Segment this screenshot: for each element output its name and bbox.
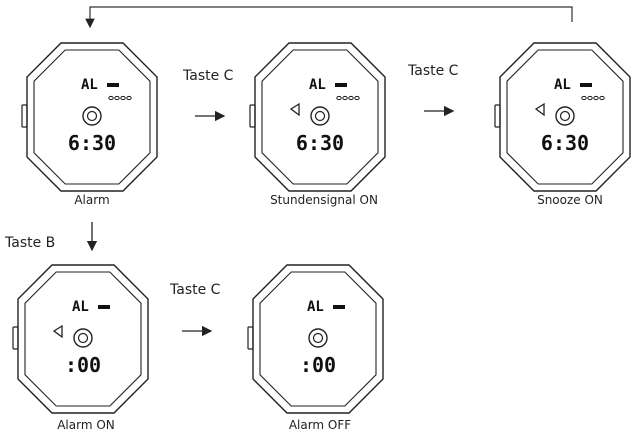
lcd-indicator-dot — [354, 95, 360, 101]
watch-alarm-on: AL :00 — [12, 264, 149, 414]
lcd-indicator-dot — [348, 95, 354, 101]
center-ring-inner — [559, 110, 571, 122]
transition-label-taste-c-1: Taste C — [182, 68, 234, 84]
center-ring-inner — [86, 110, 98, 122]
lcd-indicator-dot — [593, 95, 599, 101]
lcd-mode-text: AL — [554, 77, 571, 93]
lcd-indicator-dot — [336, 95, 342, 101]
lcd-time-text: :00 — [300, 353, 336, 377]
transition-label-taste-b: Taste B — [4, 235, 55, 251]
watch-bezel-outer — [26, 42, 158, 192]
side-button — [494, 104, 501, 128]
lcd-indicator-dot — [342, 95, 348, 101]
lcd-dash — [335, 83, 347, 87]
lcd-indicator-dot — [581, 95, 587, 101]
lcd-indicator-dot — [114, 95, 120, 101]
watch-bezel-inner — [261, 49, 379, 185]
lcd-time-text: 6:30 — [68, 131, 116, 155]
lcd-dash — [98, 305, 110, 309]
caption-alarm: Alarm — [74, 193, 109, 207]
center-ring-icon — [555, 106, 575, 126]
lcd-mode-text: AL — [72, 299, 89, 315]
center-ring-icon — [310, 106, 330, 126]
center-ring-inner — [77, 332, 89, 344]
lcd-dash — [107, 83, 119, 87]
watch-alarm: AL 6:30 — [21, 42, 158, 192]
return-connector — [85, 6, 573, 29]
transition-label-taste-c-3: Taste C — [169, 282, 221, 298]
lcd-mode-text: AL — [81, 77, 98, 93]
lcd-indicator-dot — [599, 95, 605, 101]
lcd-indicator-dot — [126, 95, 132, 101]
center-ring-icon — [73, 328, 93, 348]
caption-alarm-on: Alarm ON — [57, 418, 115, 432]
mode-pointer-icon — [534, 102, 545, 117]
watch-snooze-on: AL 6:30 — [494, 42, 631, 192]
watch-bezel-inner — [506, 49, 624, 185]
watch-bezel-outer — [252, 264, 384, 414]
caption-stundensignal-on: Stundensignal ON — [270, 193, 378, 207]
transition-label-taste-c-2: Taste C — [407, 63, 459, 79]
lcd-time-text: :00 — [65, 353, 101, 377]
watch-bezel-outer — [17, 264, 149, 414]
center-ring-inner — [314, 110, 326, 122]
mode-pointer-icon — [289, 102, 300, 117]
watch-bezel-outer — [254, 42, 386, 192]
lcd-time-text: 6:30 — [296, 131, 344, 155]
center-ring-icon — [82, 106, 102, 126]
watch-alarm-off: AL :00 — [247, 264, 384, 414]
side-button — [12, 326, 19, 350]
lcd-mode-text: AL — [309, 77, 326, 93]
lcd-mode-text: AL — [307, 299, 324, 315]
caption-snooze-on: Snooze ON — [537, 193, 603, 207]
lcd-indicator-dot — [587, 95, 593, 101]
lcd-dash — [333, 305, 345, 309]
watch-bezel-inner — [24, 271, 142, 407]
watch-bezel-inner — [33, 49, 151, 185]
watch-bezel-outer — [499, 42, 631, 192]
center-ring-icon — [308, 328, 328, 348]
watch-bezel-inner — [259, 271, 377, 407]
center-ring-inner — [312, 332, 324, 344]
side-button — [21, 104, 28, 128]
lcd-indicator-dot — [120, 95, 126, 101]
lcd-indicator-dot — [108, 95, 114, 101]
side-button — [247, 326, 254, 350]
watch-stundensignal-on: AL 6:30 — [249, 42, 386, 192]
caption-alarm-off: Alarm OFF — [289, 418, 351, 432]
lcd-time-text: 6:30 — [541, 131, 589, 155]
side-button — [249, 104, 256, 128]
mode-pointer-icon — [52, 324, 63, 339]
lcd-dash — [580, 83, 592, 87]
